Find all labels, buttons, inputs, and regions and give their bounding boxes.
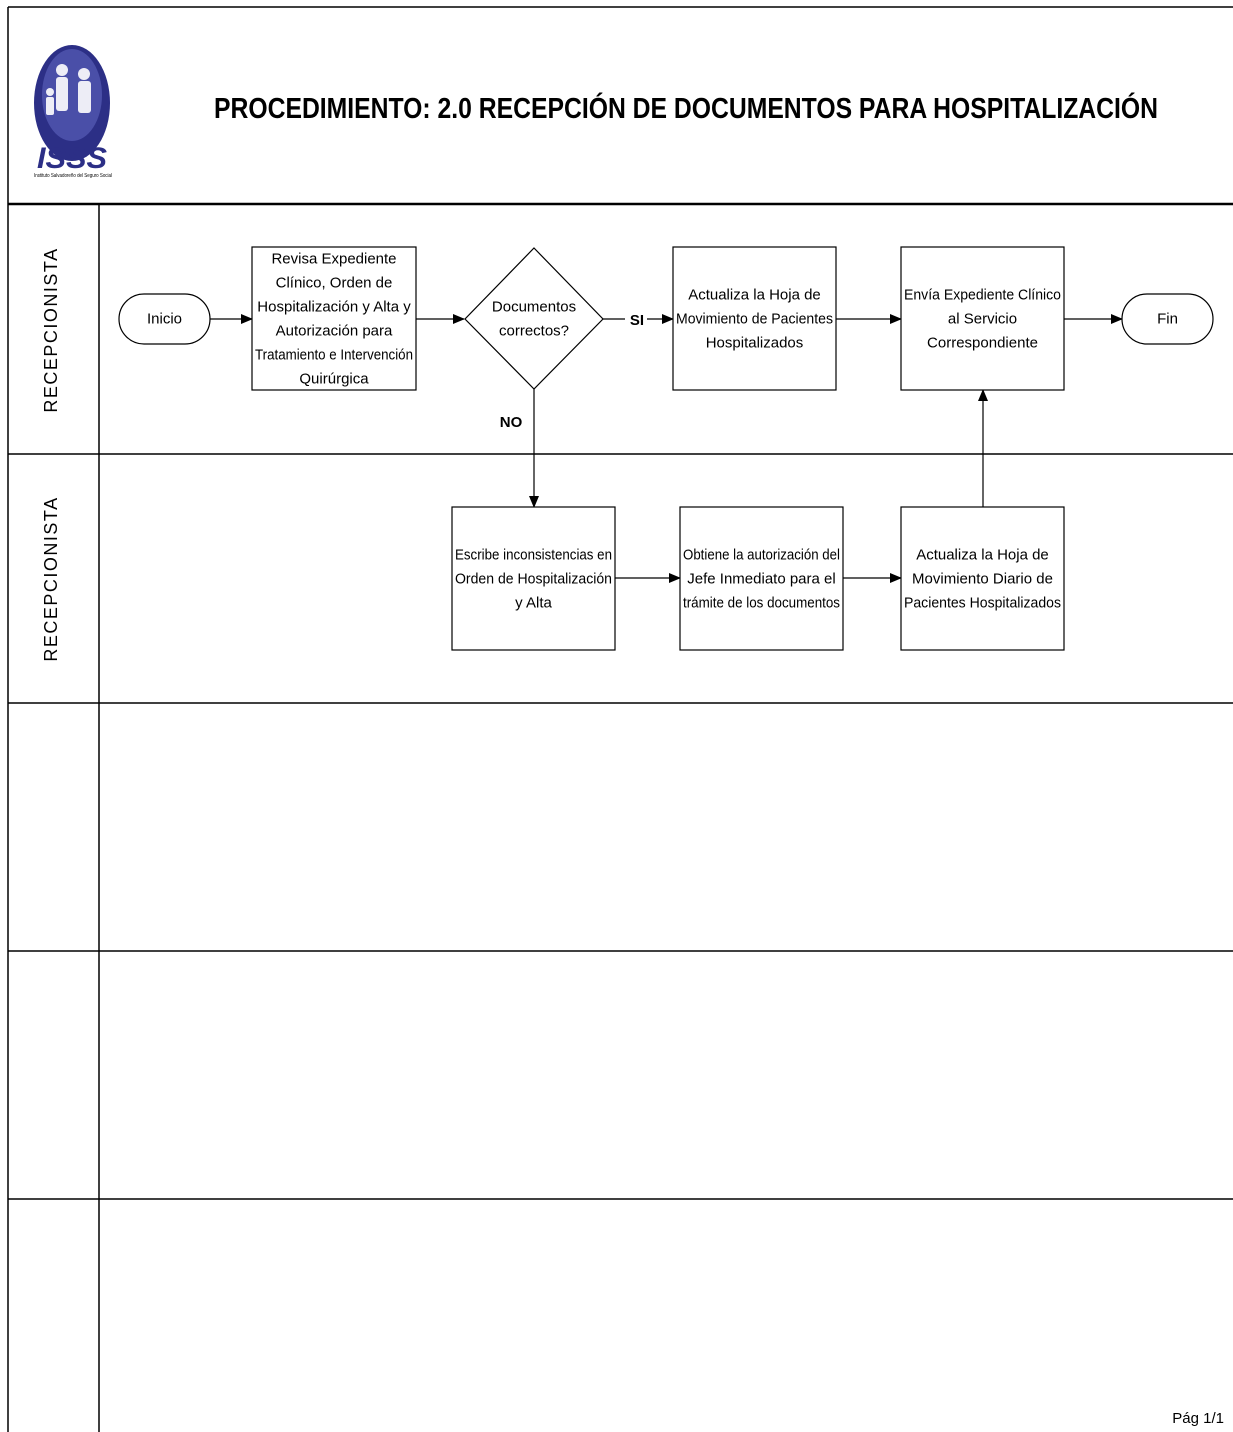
node-text-escribe-line-3: y Alta [515, 595, 552, 612]
node-text-escribe-line-2: Orden de Hospitalización [455, 571, 612, 588]
node-fin [1121, 293, 1214, 345]
node-text-escribe-line-1: Escribe inconsistencias en [455, 547, 612, 564]
lane-label-1: RECEPCIONISTA [41, 247, 61, 412]
nodes [118, 246, 1214, 651]
node-inicio [118, 293, 211, 345]
edge-labels: SI NO [500, 309, 647, 431]
node-text-envia-line-2: al Servicio [948, 311, 1017, 328]
logo-subtitle: Instituto Salvadoreño del Seguro Social [34, 173, 112, 179]
node-text-fin-line-1: Fin [1157, 311, 1178, 328]
page-number: Pág 1/1 [1172, 1410, 1224, 1427]
edge-label-no: NO [500, 414, 523, 431]
node-text-revisa-line-3: Hospitalización y Alta y [257, 299, 411, 316]
node-escribe [451, 506, 616, 651]
node-decision [464, 247, 604, 390]
isss-logo: ISSS Instituto Salvadoreño del Seguro So… [34, 45, 112, 179]
node-text-envia-line-1: Envía Expediente Clínico [904, 287, 1061, 304]
node-text-obtiene-line-3: trámite de los documentos [683, 595, 840, 612]
node-text-envia-line-3: Correspondiente [927, 335, 1038, 352]
node-text-obtiene-line-2: Jefe Inmediato para el [687, 571, 835, 588]
node-text-inicio-line-1: Inicio [147, 311, 182, 328]
node-text-actualiza-diario-line-1: Actualiza la Hoja de [916, 547, 1049, 564]
edge-label-si: SI [630, 312, 644, 329]
page-title: PROCEDIMIENTO: 2.0 RECEPCIÓN DE DOCUMENT… [214, 91, 1158, 125]
node-obtiene [679, 506, 844, 651]
logo-acronym: ISSS [37, 142, 107, 175]
node-text-actualiza-hoja-line-1: Actualiza la Hoja de [688, 287, 821, 304]
node-text-revisa-line-2: Clínico, Orden de [276, 275, 393, 292]
swimlane-grid [8, 202, 1233, 1432]
node-text-actualiza-diario-line-3: Pacientes Hospitalizados [904, 595, 1061, 612]
node-text-revisa-line-1: Revisa Expediente [271, 251, 396, 268]
node-text-obtiene-line-1: Obtiene la autorización del [683, 547, 840, 564]
node-revisa [251, 246, 417, 391]
page-frame [7, 6, 1233, 1432]
node-text-decision-line-2: correctos? [499, 323, 569, 340]
node-text-revisa-line-4: Autorización para [276, 323, 393, 340]
node-actualiza-hoja [672, 246, 837, 391]
edges [210, 314, 1123, 583]
lane-labels: RECEPCIONISTA RECEPCIONISTA [41, 247, 61, 661]
header: ISSS Instituto Salvadoreño del Seguro So… [34, 45, 1158, 179]
node-text-revisa-line-6: Quirúrgica [299, 371, 369, 388]
node-text-actualiza-hoja-line-2: Movimiento de Pacientes [676, 311, 833, 328]
node-text-revisa-line-5: Tratamiento e Intervención [255, 347, 413, 364]
lane-label-2: RECEPCIONISTA [41, 496, 61, 661]
node-text-actualiza-hoja-line-3: Hospitalizados [706, 335, 804, 352]
node-text-decision-line-1: Documentos [492, 299, 576, 316]
node-actualiza-diario [900, 506, 1065, 651]
node-text-actualiza-diario-line-2: Movimiento Diario de [912, 571, 1053, 588]
node-envia [900, 246, 1065, 391]
